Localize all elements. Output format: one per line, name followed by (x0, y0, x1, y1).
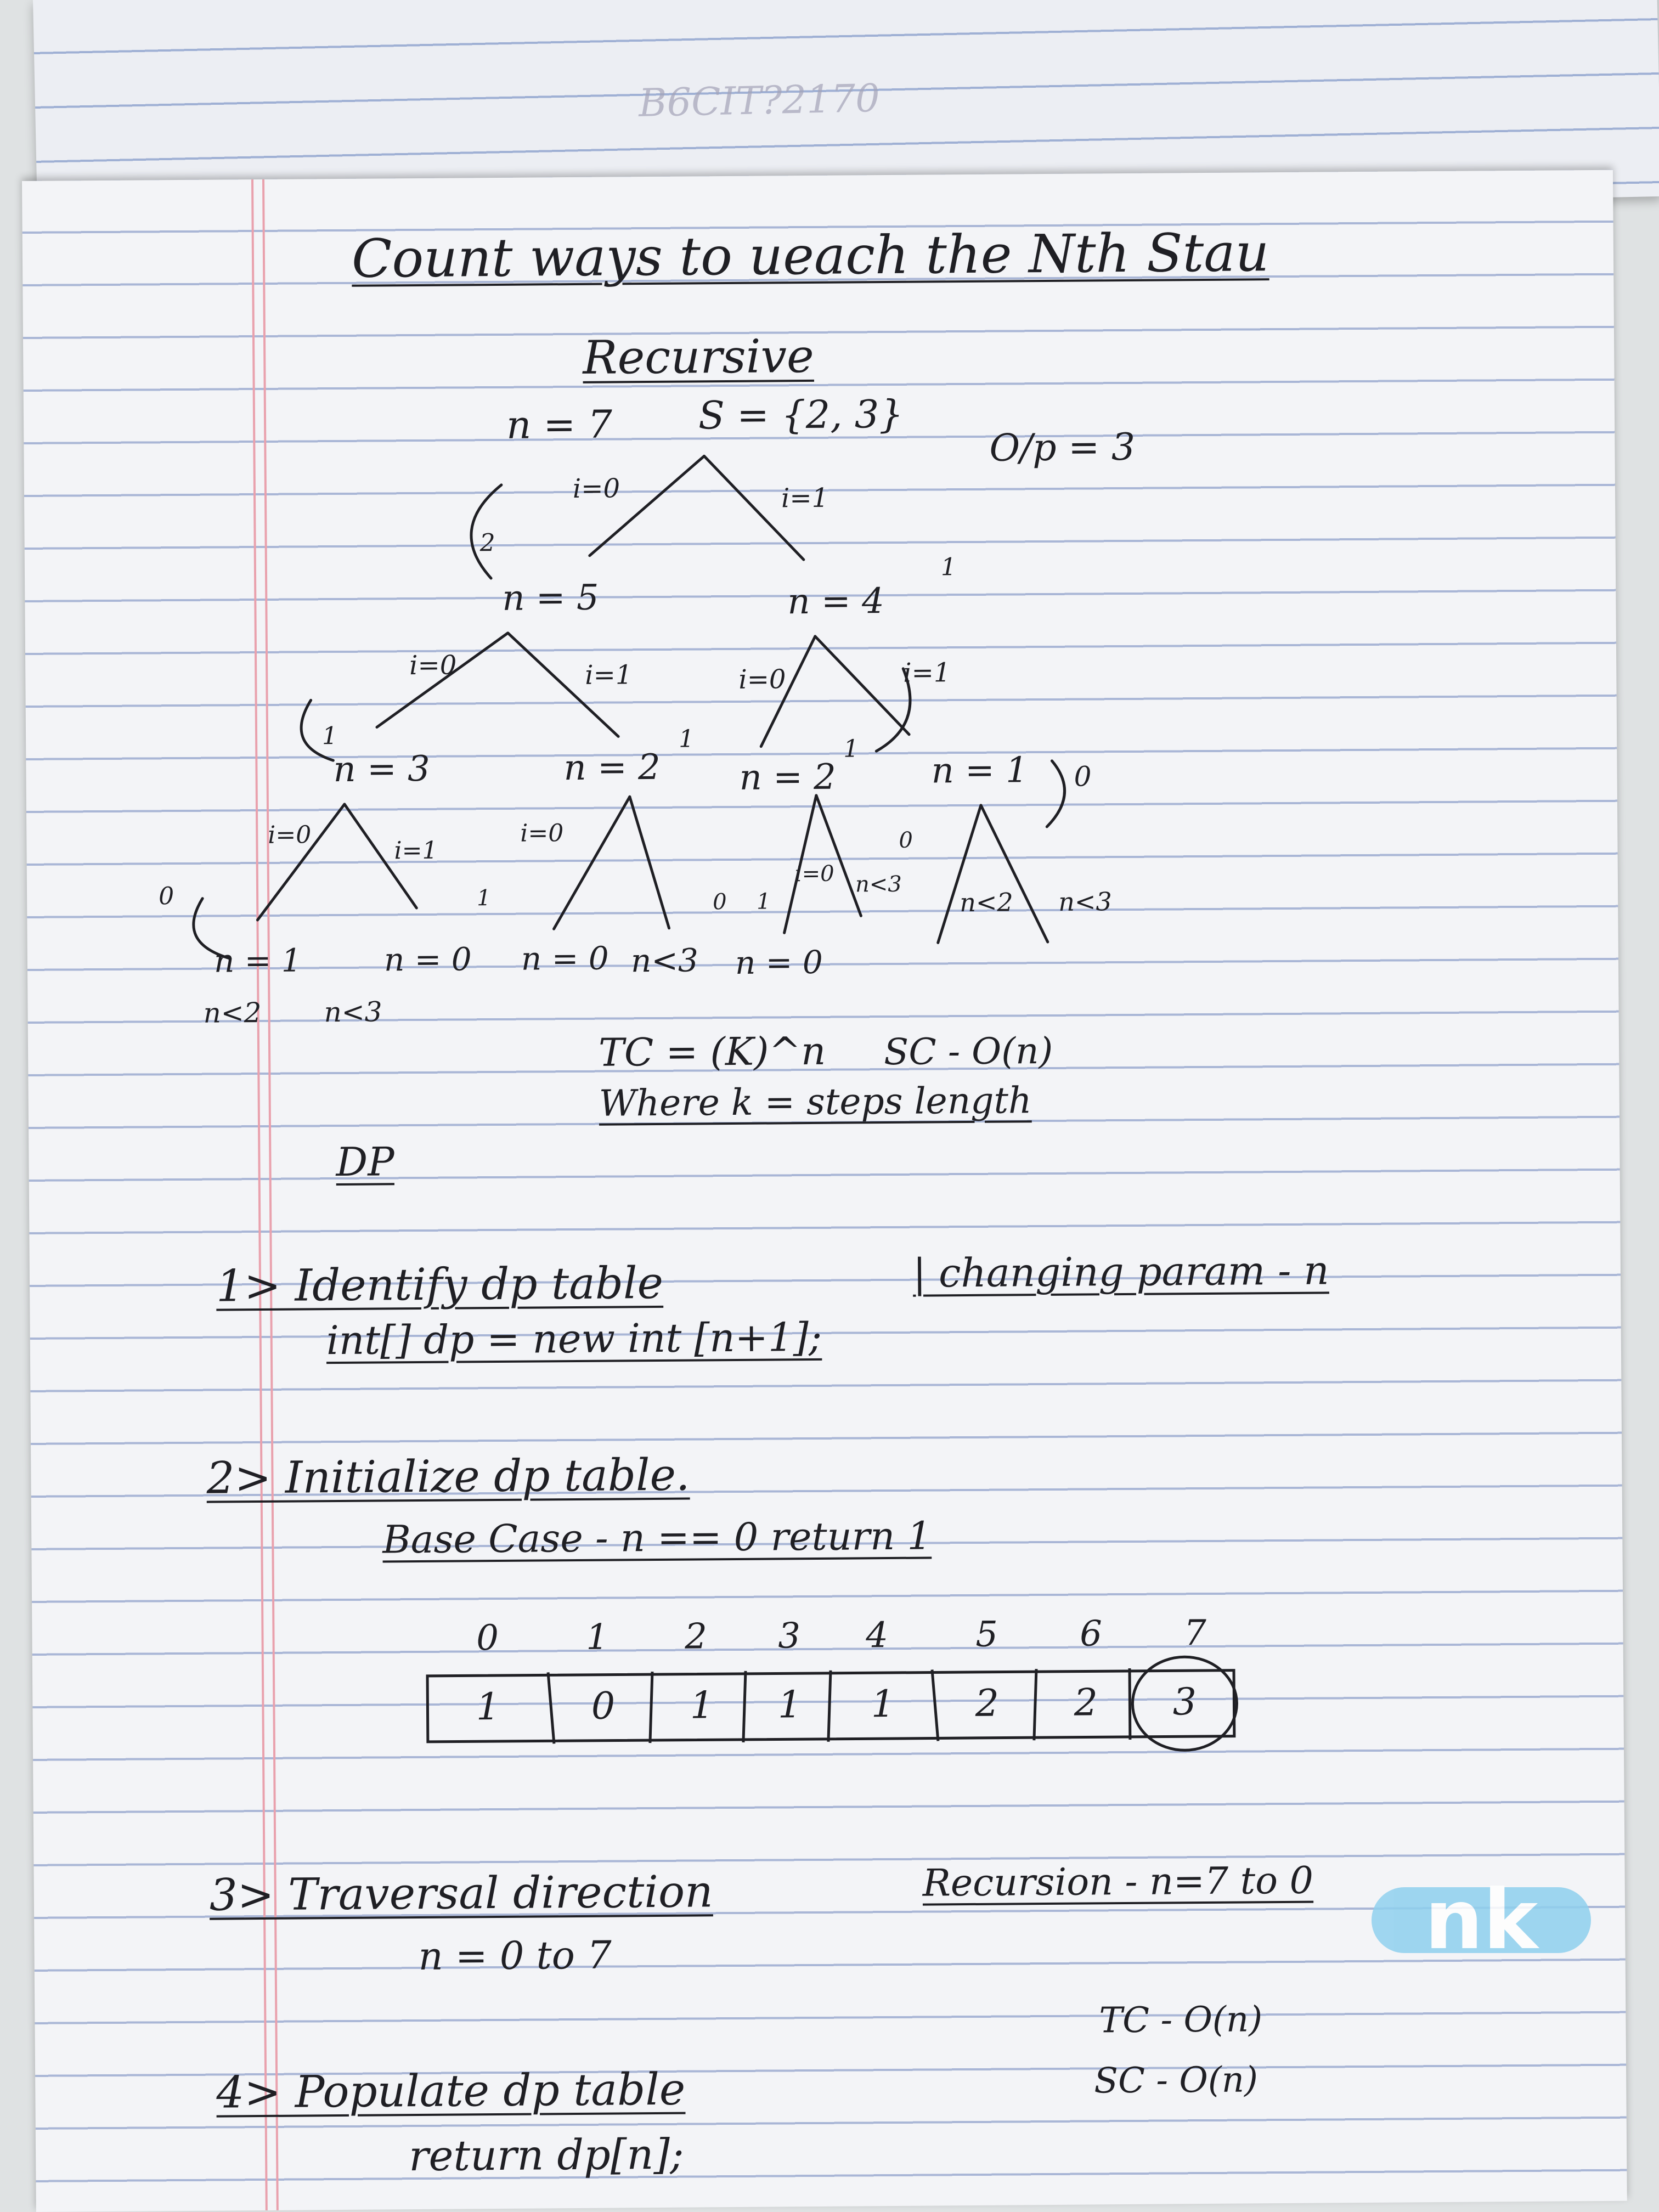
recursion-tree-edges (192, 454, 1066, 960)
dp-time-complexity: TC - O(n) (1099, 1999, 1263, 2041)
dp-index: 0 (476, 1617, 499, 1659)
dp-value: 2 (1074, 1681, 1098, 1725)
dp-space-complexity: SC - O(n) (1093, 2059, 1259, 2102)
step3-dp-direction: n = 0 to 7 (418, 1932, 612, 1979)
dp-index: 3 (777, 1616, 801, 1657)
dp-index: 5 (975, 1614, 998, 1655)
dp-value: 0 (591, 1684, 616, 1728)
step3-recursion: Recursion - n=7 to 0 (922, 1859, 1314, 1905)
step4-title: 4> Populate dp table (216, 2063, 686, 2118)
dp-index: 4 (865, 1615, 889, 1656)
dp-table-grid (426, 1655, 1238, 1752)
step3-title: 3> Traversal direction (209, 1866, 713, 1921)
dp-index: 6 (1079, 1613, 1103, 1655)
dp-value: 1 (476, 1685, 500, 1729)
dp-index: 7 (1183, 1612, 1207, 1654)
back-page-scrawl: B6CIT?2170 (638, 75, 881, 126)
watermark-sticker: nk (1372, 1879, 1591, 1961)
dp-value: 1 (690, 1684, 714, 1728)
dp-index: 1 (585, 1617, 609, 1658)
dp-value: 1 (777, 1683, 802, 1727)
dp-index: 2 (684, 1616, 708, 1657)
notebook-page: Count ways to ueach the Nth Stau Recursi… (22, 170, 1627, 2212)
dp-value-answer: 3 (1172, 1680, 1197, 1724)
dp-value: 1 (871, 1682, 895, 1726)
step4-code: return dp[n]; (408, 2129, 684, 2181)
dp-value: 2 (975, 1681, 1000, 1725)
